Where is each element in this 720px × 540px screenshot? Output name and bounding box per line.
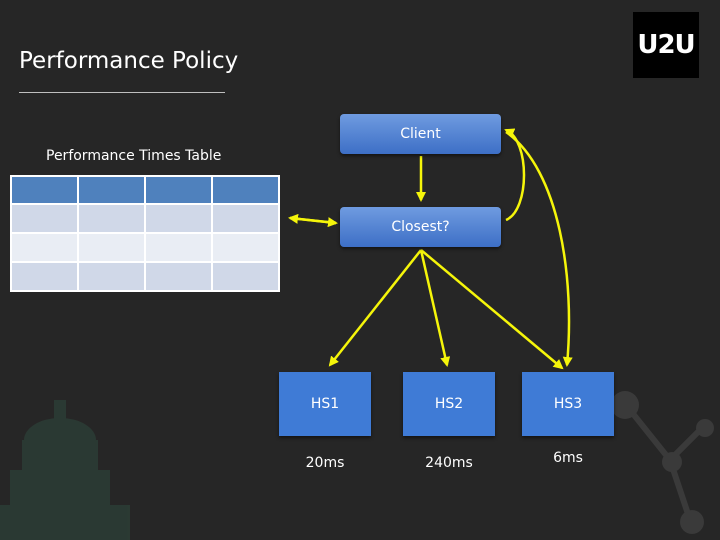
server-hs2: HS2: [403, 372, 495, 436]
table-row: [12, 204, 278, 232]
title-underline: [19, 92, 225, 93]
closest-decision-node: Closest?: [340, 207, 501, 247]
hs3-response-time: 6ms: [553, 450, 583, 466]
arrow-closest-to-hs1: [328, 249, 422, 367]
performance-times-table: [10, 175, 280, 292]
arrow-table-to-closest: [289, 216, 338, 228]
table-row: [12, 233, 278, 261]
server-hs3: HS3: [522, 372, 614, 436]
table-row: [12, 262, 278, 290]
client-node: Client: [340, 114, 501, 154]
molecule-nodes: [611, 391, 714, 534]
arrow-closest-to-hs3: [420, 249, 564, 370]
table-header-row: [12, 177, 278, 203]
table-title: Performance Times Table: [46, 148, 222, 164]
u2u-logo: U2U: [633, 12, 699, 78]
arrow-closest-to-hs2: [419, 249, 451, 367]
slide-title: Performance Policy: [19, 48, 239, 74]
arrow-closest-loop-to-client: [504, 128, 526, 222]
hs2-response-time: 240ms: [425, 455, 473, 471]
server-hs1: HS1: [279, 372, 371, 436]
hs1-response-time: 20ms: [305, 455, 345, 471]
building-silhouette: [0, 400, 130, 540]
arrow-client-to-hs3: [505, 130, 573, 367]
